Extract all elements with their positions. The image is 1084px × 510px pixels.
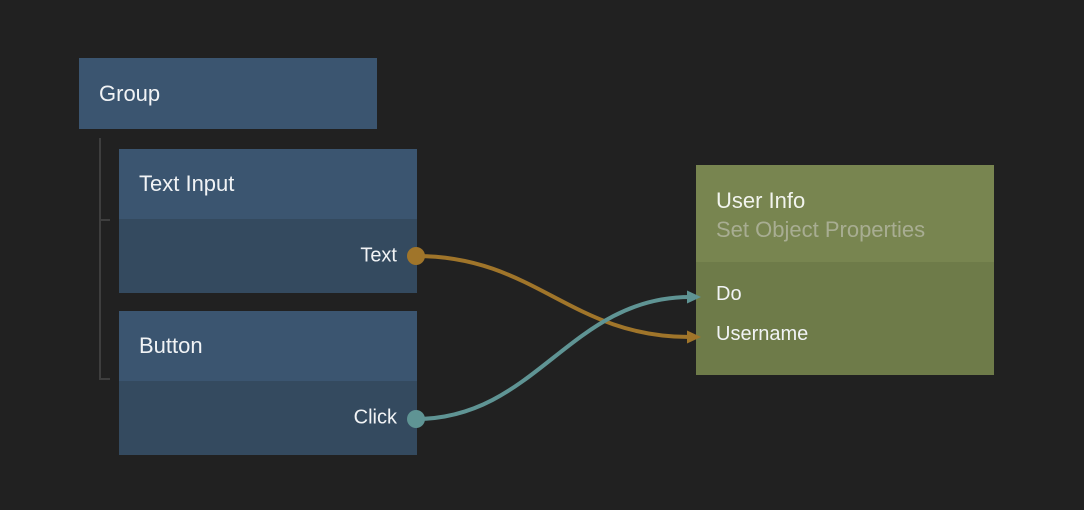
node-text-input-body: Text (119, 219, 417, 293)
group-node[interactable]: Group (79, 58, 377, 129)
group-children-connector-line (99, 138, 101, 380)
port-username-input[interactable]: Username (716, 323, 809, 345)
port-dot-text-output-icon[interactable] (407, 247, 425, 265)
connection-click-to-do[interactable] (415, 295, 691, 421)
node-text-input-header[interactable]: Text Input (119, 149, 417, 219)
arrowhead-do-input-icon (687, 290, 701, 304)
node-user-info-body: Do Username (696, 262, 994, 375)
node-button-header[interactable]: Button (119, 311, 417, 381)
port-text-output[interactable]: Text (360, 244, 397, 267)
port-do-input[interactable]: Do (716, 283, 742, 305)
group-child-tick-button (99, 378, 110, 380)
node-button-body: Click (119, 381, 417, 455)
node-button[interactable]: Button Click (119, 311, 417, 455)
node-button-title: Button (139, 333, 203, 358)
node-text-input-title: Text Input (139, 171, 235, 196)
arrowhead-username-input-icon (687, 330, 701, 344)
node-user-info-subtitle: Set Object Properties (716, 217, 926, 242)
group-child-tick-text-input (99, 219, 110, 221)
port-click-output[interactable]: Click (353, 406, 397, 429)
group-node-title: Group (99, 80, 161, 106)
node-user-info[interactable]: User Info Set Object Properties Do Usern… (696, 165, 994, 375)
port-dot-click-output-icon[interactable] (407, 410, 425, 428)
connection-text-to-username[interactable] (415, 254, 691, 339)
node-user-info-header[interactable]: User Info Set Object Properties (696, 165, 994, 262)
node-user-info-title: User Info (716, 188, 806, 213)
node-text-input[interactable]: Text Input Text (119, 149, 417, 293)
